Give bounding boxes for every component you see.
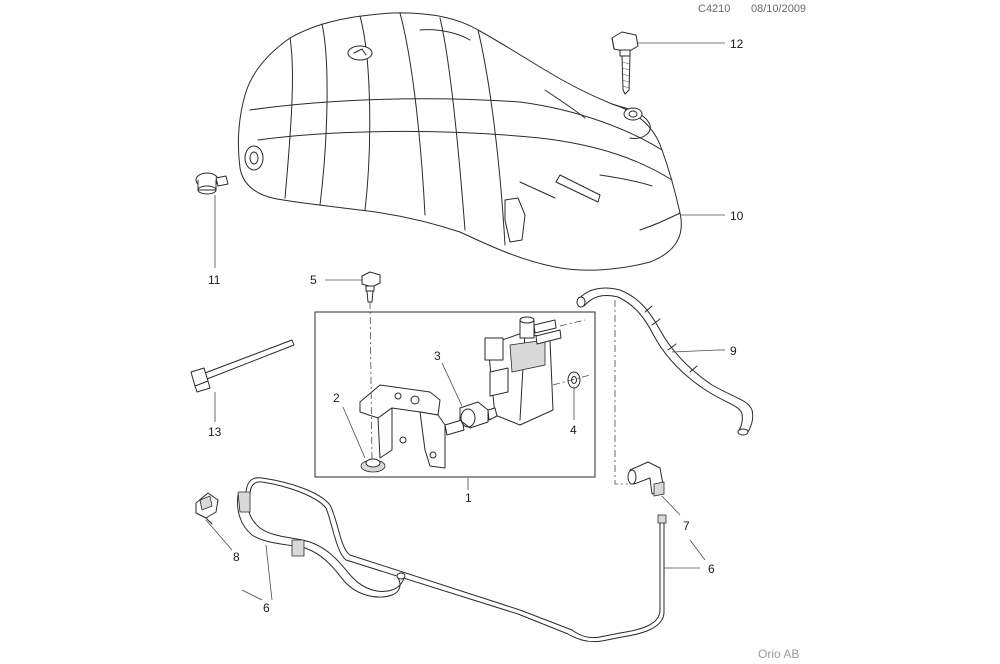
assembly-frame <box>314 311 596 478</box>
part-cable-tie-13 <box>190 339 295 393</box>
callout-4: 4 <box>570 423 577 437</box>
callout-9: 9 <box>730 344 737 358</box>
callout-11: 11 <box>208 273 221 287</box>
part-hose-clip-8 <box>195 492 219 525</box>
part-solenoid-valve-3 <box>459 316 562 429</box>
part-heat-shield <box>237 12 682 271</box>
part-pipe-6-right <box>245 477 667 643</box>
callout-8: 8 <box>233 550 240 564</box>
assembly-line-4 <box>552 374 591 386</box>
diagram-code: C4210 <box>698 3 731 15</box>
callout-2: 2 <box>333 391 340 405</box>
callout-5: 5 <box>310 273 317 287</box>
callout-6-right: 6 <box>708 562 715 576</box>
part-clip-11 <box>195 172 229 195</box>
part-washer-4 <box>567 371 581 389</box>
leader-lines <box>205 42 725 601</box>
part-bolt-12 <box>611 31 639 95</box>
callout-1: 1 <box>465 491 472 505</box>
callout-13: 13 <box>208 425 222 439</box>
callout-7: 7 <box>683 519 690 533</box>
callout-12: 12 <box>730 37 744 51</box>
assembly-line-3 <box>559 319 586 327</box>
part-vacuum-hose-9 <box>576 287 754 436</box>
callout-6-left: 6 <box>263 601 270 615</box>
callout-3: 3 <box>434 349 441 363</box>
assembly-line-5 <box>369 301 373 461</box>
part-hose-6-left <box>237 491 406 598</box>
callout-10: 10 <box>730 209 744 223</box>
part-bracket-2 <box>359 384 465 473</box>
part-bolt-5 <box>361 271 381 303</box>
assembly-line-9 <box>614 300 628 485</box>
part-hose-connector-7 <box>627 461 665 497</box>
company-name: Orio AB <box>758 647 800 661</box>
diagram-date: 08/10/2009 <box>751 3 807 15</box>
